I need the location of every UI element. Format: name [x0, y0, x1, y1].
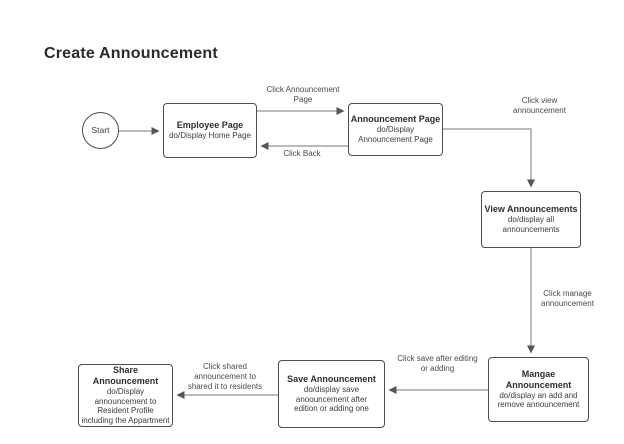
save-announcement-subtitle: do/display save anoouncement after editi… — [294, 384, 369, 414]
employee-page-node: Employee Page do/Display Home Page — [163, 103, 257, 158]
diagram-title: Create Announcement — [44, 45, 218, 62]
edge-label-click-back: Click Back — [283, 149, 321, 158]
edge-label-click-shared: Click shared announcement to shared it t… — [187, 362, 263, 391]
employee-page-title: Employee Page — [176, 120, 244, 131]
start-node: Start — [82, 112, 119, 149]
save-announcement-title: Save Announcement — [287, 373, 376, 384]
edge-label-click-view-announcement: Click view announcement — [513, 96, 566, 115]
manage-announcement-title: Mangae Announcement — [505, 368, 572, 390]
announcement-page-subtitle: do/Display Announcement Page — [358, 125, 433, 144]
start-node-label: Start — [91, 125, 110, 136]
save-announcement-node: Save Announcement do/display save anooun… — [278, 360, 385, 428]
manage-announcement-subtitle: do/display an add and remove announcemen… — [497, 390, 580, 410]
share-announcement-title: Share Announcement — [92, 365, 159, 386]
share-announcement-node: Share Announcement do/Display announceme… — [78, 364, 173, 427]
employee-page-subtitle: do/Display Home Page — [169, 131, 251, 141]
edge-label-click-announcement-page: Click Announcement Page — [266, 85, 340, 104]
view-announcements-node: View Announcements do/display all announ… — [481, 191, 581, 248]
announcement-page-title: Announcement Page — [350, 114, 441, 125]
view-announcements-title: View Announcements — [484, 204, 578, 215]
manage-announcement-node: Mangae Announcement do/display an add an… — [488, 357, 589, 422]
view-announcements-subtitle: do/display all announcements — [502, 215, 560, 234]
edge-label-click-save: Click save after editing or adding — [397, 354, 478, 373]
announcement-page-node: Announcement Page do/Display Announcemen… — [348, 103, 443, 156]
share-announcement-subtitle: do/Display announcement to Resident Prof… — [81, 386, 170, 426]
edge-label-click-manage-announcement: Click manage announcement — [541, 289, 594, 308]
